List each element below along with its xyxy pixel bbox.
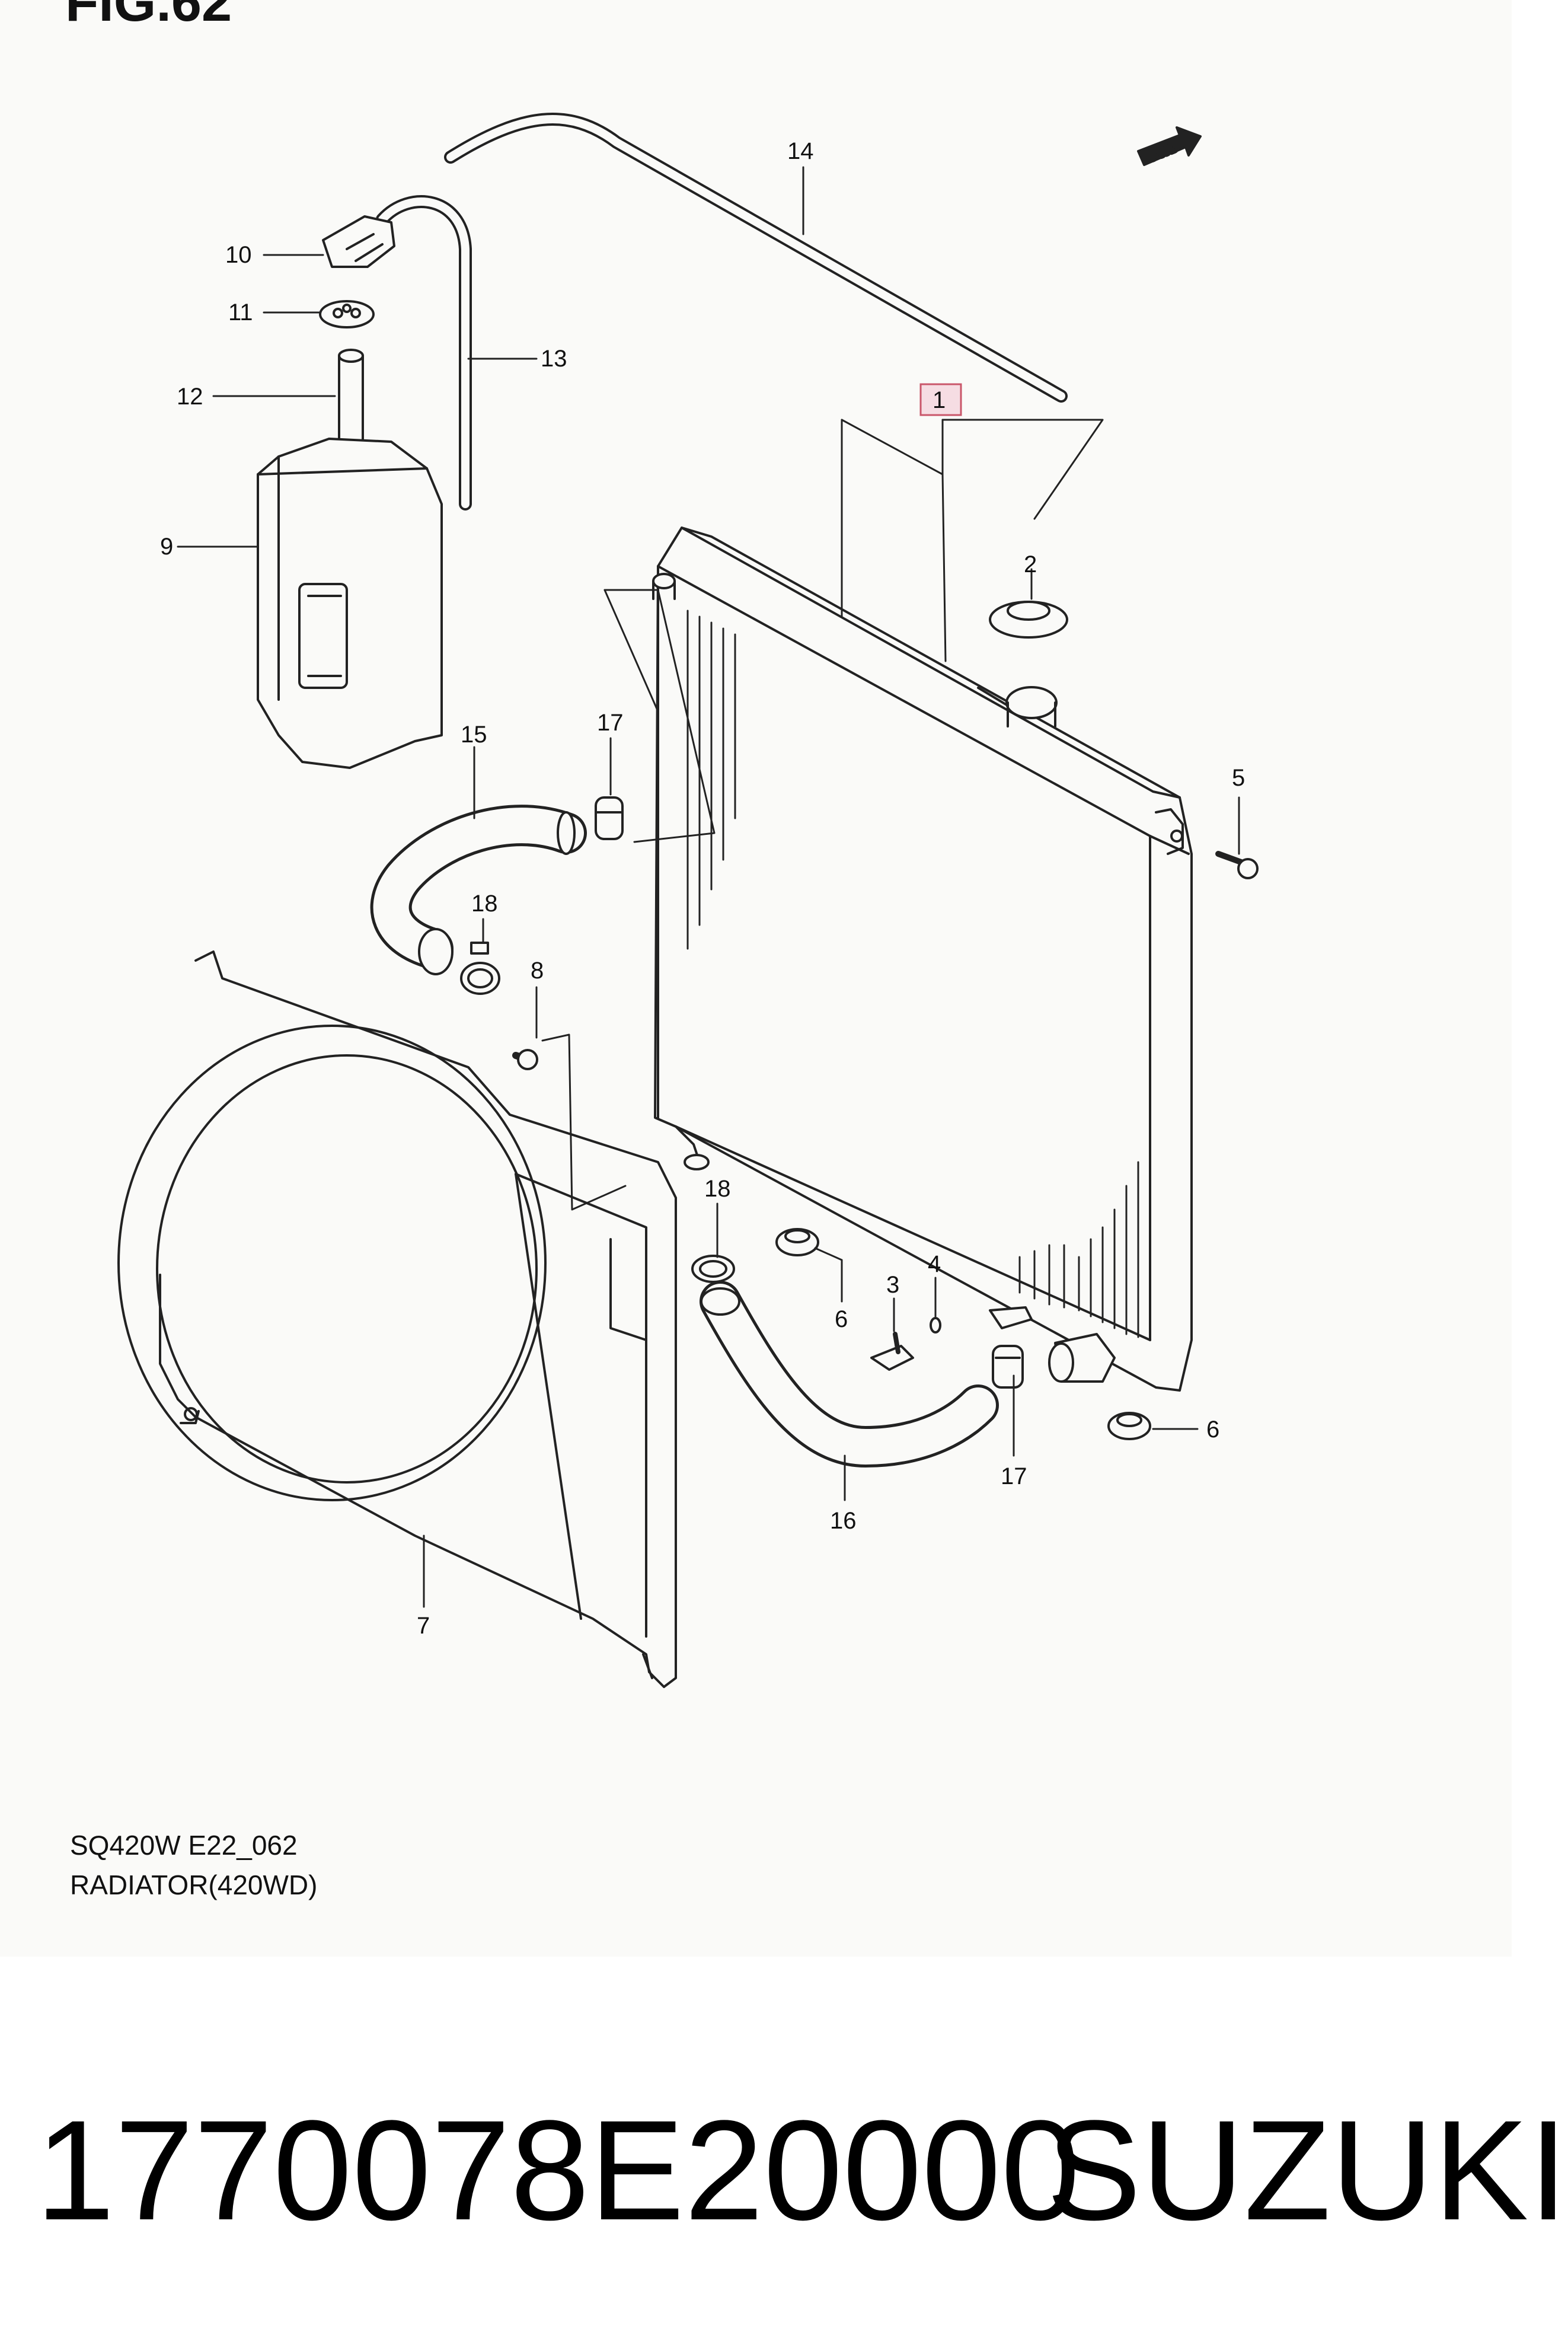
clamp-17-upper (595, 796, 624, 840)
upper-hose-15 (370, 805, 587, 975)
clamp-18-lower (691, 1255, 735, 1283)
callout-9: 9 (160, 534, 173, 560)
reservoir-cap-10 (322, 215, 395, 268)
callout-17-upper: 17 (597, 710, 624, 736)
part-number: 1770078E20000 (36, 2091, 1080, 2250)
seal-11 (319, 300, 375, 328)
callout-leaders (177, 166, 1240, 1608)
fwd-arrow-icon (1137, 126, 1202, 166)
bolt-5 (1215, 851, 1259, 879)
leader-lines-8 (541, 1033, 627, 1211)
lower-hose-16 (700, 1281, 999, 1468)
diagram-panel: FIG.62 (65, 0, 1259, 1900)
callout-17-lower: 17 (1001, 1463, 1027, 1489)
radiator-exploded-diagram: FWD (117, 113, 1259, 1688)
brand-name: SUZUKI (1046, 2091, 1568, 2250)
fan-shroud-7 (117, 950, 677, 1688)
callout-3: 3 (886, 1272, 899, 1298)
clamp-17-lower (992, 1345, 1024, 1389)
callout-18-upper: 18 (471, 891, 498, 917)
callout-5: 5 (1232, 765, 1245, 791)
callout-11: 11 (228, 299, 253, 326)
callout-12: 12 (177, 384, 203, 410)
callout-1: 1 (933, 387, 946, 413)
callout-6-upper: 6 (835, 1306, 848, 1332)
callout-8: 8 (531, 958, 544, 984)
figure-title: FIG.62 (65, 0, 232, 33)
grommet-6-upper (775, 1228, 819, 1256)
callout-15: 15 (461, 722, 487, 748)
callout-13: 13 (541, 346, 567, 372)
footer-panel (0, 1957, 1512, 2348)
diagram-name: RADIATOR(420WD) (70, 1870, 318, 1900)
bolt-8 (512, 1049, 538, 1070)
grommet-6-lower (1107, 1412, 1151, 1440)
callout-4: 4 (928, 1251, 941, 1277)
callout-2: 2 (1024, 551, 1037, 578)
callout-14: 14 (787, 138, 814, 164)
callout-6-lower: 6 (1206, 1417, 1219, 1443)
o-ring-4 (930, 1317, 941, 1333)
callout-18-lower: 18 (704, 1176, 731, 1202)
callout-7: 7 (417, 1613, 430, 1639)
diagram-code: SQ420W E22_062 (70, 1830, 298, 1861)
clamp-18-upper (460, 942, 500, 995)
callout-16: 16 (830, 1508, 857, 1534)
callout-1-highlight (919, 383, 962, 416)
radiator-body-1 (652, 527, 1193, 1392)
radiator-cap-2 (989, 601, 1068, 639)
reservoir-tank-9 (257, 438, 443, 769)
drain-plug-3 (870, 1332, 914, 1371)
leader-lines-1 (603, 419, 1104, 843)
callout-10: 10 (225, 242, 252, 268)
